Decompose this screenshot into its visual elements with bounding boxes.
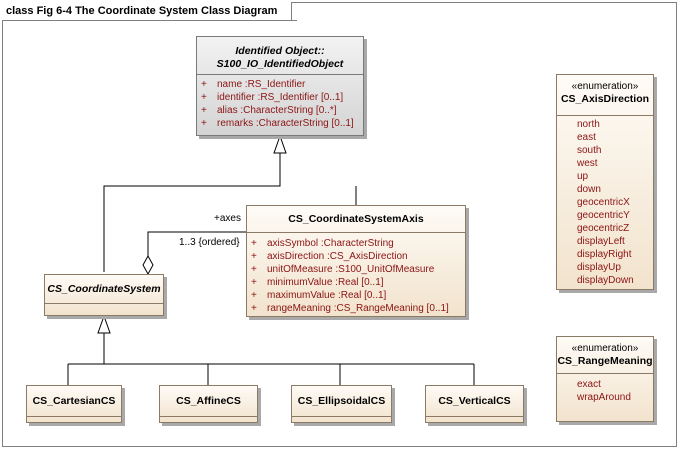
class-cartesian-cs[interactable]: CS_CartesianCS bbox=[26, 385, 122, 423]
attribute-text: remarks :CharacterString [0..1] bbox=[217, 118, 354, 129]
enum-range-meaning[interactable]: «enumeration» CS_RangeMeaning exact wrap… bbox=[556, 336, 654, 422]
aggregation-diamond bbox=[142, 254, 154, 276]
enum-literal: north bbox=[577, 119, 600, 130]
enum-literal: south bbox=[577, 145, 602, 156]
attribute-text: identifier :RS_Identifier [0..1] bbox=[217, 92, 344, 103]
class-identified-object[interactable]: Identified Object:: S100_IO_IdentifiedOb… bbox=[196, 36, 364, 136]
attribute: + name :RS_Identifier bbox=[197, 78, 363, 91]
class-name: CS_AxisDirection bbox=[560, 93, 650, 105]
enum-literal: displayDown bbox=[577, 275, 634, 286]
attribute: + alias :CharacterString [0..*] bbox=[197, 104, 363, 117]
literal-list: exact wrapAround bbox=[557, 374, 653, 404]
visibility-marker: + bbox=[251, 238, 257, 249]
enum-literal: displayLeft bbox=[577, 236, 625, 247]
enum-axis-direction[interactable]: «enumeration» CS_AxisDirection north eas… bbox=[556, 74, 654, 290]
enum-literal: geocentricX bbox=[577, 197, 630, 208]
stereotype-label: «enumeration» bbox=[571, 343, 639, 354]
enum-literal: west bbox=[577, 158, 598, 169]
attribute-list: + axisSymbol :CharacterString + axisDirect… bbox=[247, 233, 465, 315]
enum-literal: displayRight bbox=[577, 249, 632, 260]
attribute-text: rangeMeaning :CS_RangeMeaning [0..1] bbox=[267, 303, 449, 314]
enum-literal: exact bbox=[577, 379, 601, 390]
visibility-marker: + bbox=[251, 264, 257, 275]
visibility-marker: + bbox=[201, 92, 207, 103]
enum-literal: east bbox=[577, 132, 596, 143]
enum-literal: displayUp bbox=[577, 262, 621, 273]
attribute-text: name :RS_Identifier bbox=[217, 79, 306, 90]
attribute-text: alias :CharacterString [0..*] bbox=[217, 105, 337, 116]
attribute-text: unitOfMeasure :S100_UnitOfMeasure bbox=[267, 264, 435, 275]
class-affine-cs[interactable]: CS_AffineCS bbox=[159, 385, 258, 423]
class-name: CS_CoordinateSystemAxis bbox=[288, 213, 424, 225]
diagram-title: class Fig 6-4 The Coordinate System Clas… bbox=[2, 2, 293, 21]
class-name-line1: Identified Object:: bbox=[235, 45, 325, 57]
enum-literal: geocentricZ bbox=[577, 223, 630, 234]
enum-literal: geocentricY bbox=[577, 210, 630, 221]
attribute: + maximumValue :Real [0..1] bbox=[247, 289, 465, 302]
class-coordinate-system[interactable]: CS_CoordinateSystem bbox=[44, 274, 164, 316]
visibility-marker: + bbox=[201, 118, 207, 129]
class-name: CS_CoordinateSystem bbox=[47, 283, 161, 295]
attribute-text: maximumValue :Real [0..1] bbox=[267, 290, 387, 301]
visibility-marker: + bbox=[251, 277, 257, 288]
attribute-text: minimumValue :Real [0..1] bbox=[267, 277, 384, 288]
attribute-text: axisSymbol :CharacterString bbox=[267, 238, 394, 249]
class-name: CS_VerticalCS bbox=[438, 395, 511, 407]
attribute: + axisDirection :CS_AxisDirection bbox=[247, 250, 465, 263]
association-multiplicity-label: 1..3 {ordered} bbox=[179, 237, 240, 248]
visibility-marker: + bbox=[251, 303, 257, 314]
attribute: + identifier :RS_Identifier [0..1] bbox=[197, 91, 363, 104]
class-name: CS_RangeMeaning bbox=[557, 355, 653, 367]
visibility-marker: + bbox=[201, 105, 207, 116]
visibility-marker: + bbox=[251, 251, 257, 262]
class-ellipsoidal-cs[interactable]: CS_EllipsoidalCS bbox=[291, 385, 392, 423]
class-name: CS_CartesianCS bbox=[32, 395, 116, 407]
attribute-text: axisDirection :CS_AxisDirection bbox=[267, 251, 408, 262]
stereotype-label: «enumeration» bbox=[571, 81, 639, 92]
visibility-marker: + bbox=[251, 290, 257, 301]
attribute: + minimumValue :Real [0..1] bbox=[247, 276, 465, 289]
generalization-arrow-cs bbox=[97, 314, 111, 334]
attribute: + remarks :CharacterString [0..1] bbox=[197, 117, 363, 130]
enum-literal: wrapAround bbox=[577, 392, 631, 403]
enum-literal: down bbox=[577, 184, 601, 195]
class-name: CS_EllipsoidalCS bbox=[297, 395, 386, 407]
attribute: + rangeMeaning :CS_RangeMeaning [0..1] bbox=[247, 302, 465, 315]
class-vertical-cs[interactable]: CS_VerticalCS bbox=[425, 385, 524, 423]
class-coordinate-system-axis[interactable]: CS_CoordinateSystemAxis + axisSymbol :Cha… bbox=[246, 205, 466, 317]
class-name: CS_AffineCS bbox=[176, 395, 241, 407]
attribute-list: + name :RS_Identifier + identifier :RS_Ide… bbox=[197, 75, 363, 130]
association-role-label: +axes bbox=[214, 213, 241, 224]
attribute: + unitOfMeasure :S100_UnitOfMeasure bbox=[247, 263, 465, 276]
visibility-marker: + bbox=[201, 79, 207, 90]
class-name-line2: S100_IO_IdentifiedObject bbox=[216, 58, 344, 70]
generalization-line-cs bbox=[103, 153, 281, 272]
attribute: + axisSymbol :CharacterString bbox=[247, 237, 465, 250]
generalization-arrow-identified bbox=[273, 134, 287, 154]
aggregation-line-axes bbox=[147, 231, 246, 256]
literal-list: north east south west up down geocentric… bbox=[557, 116, 653, 287]
enum-literal: up bbox=[577, 171, 589, 182]
